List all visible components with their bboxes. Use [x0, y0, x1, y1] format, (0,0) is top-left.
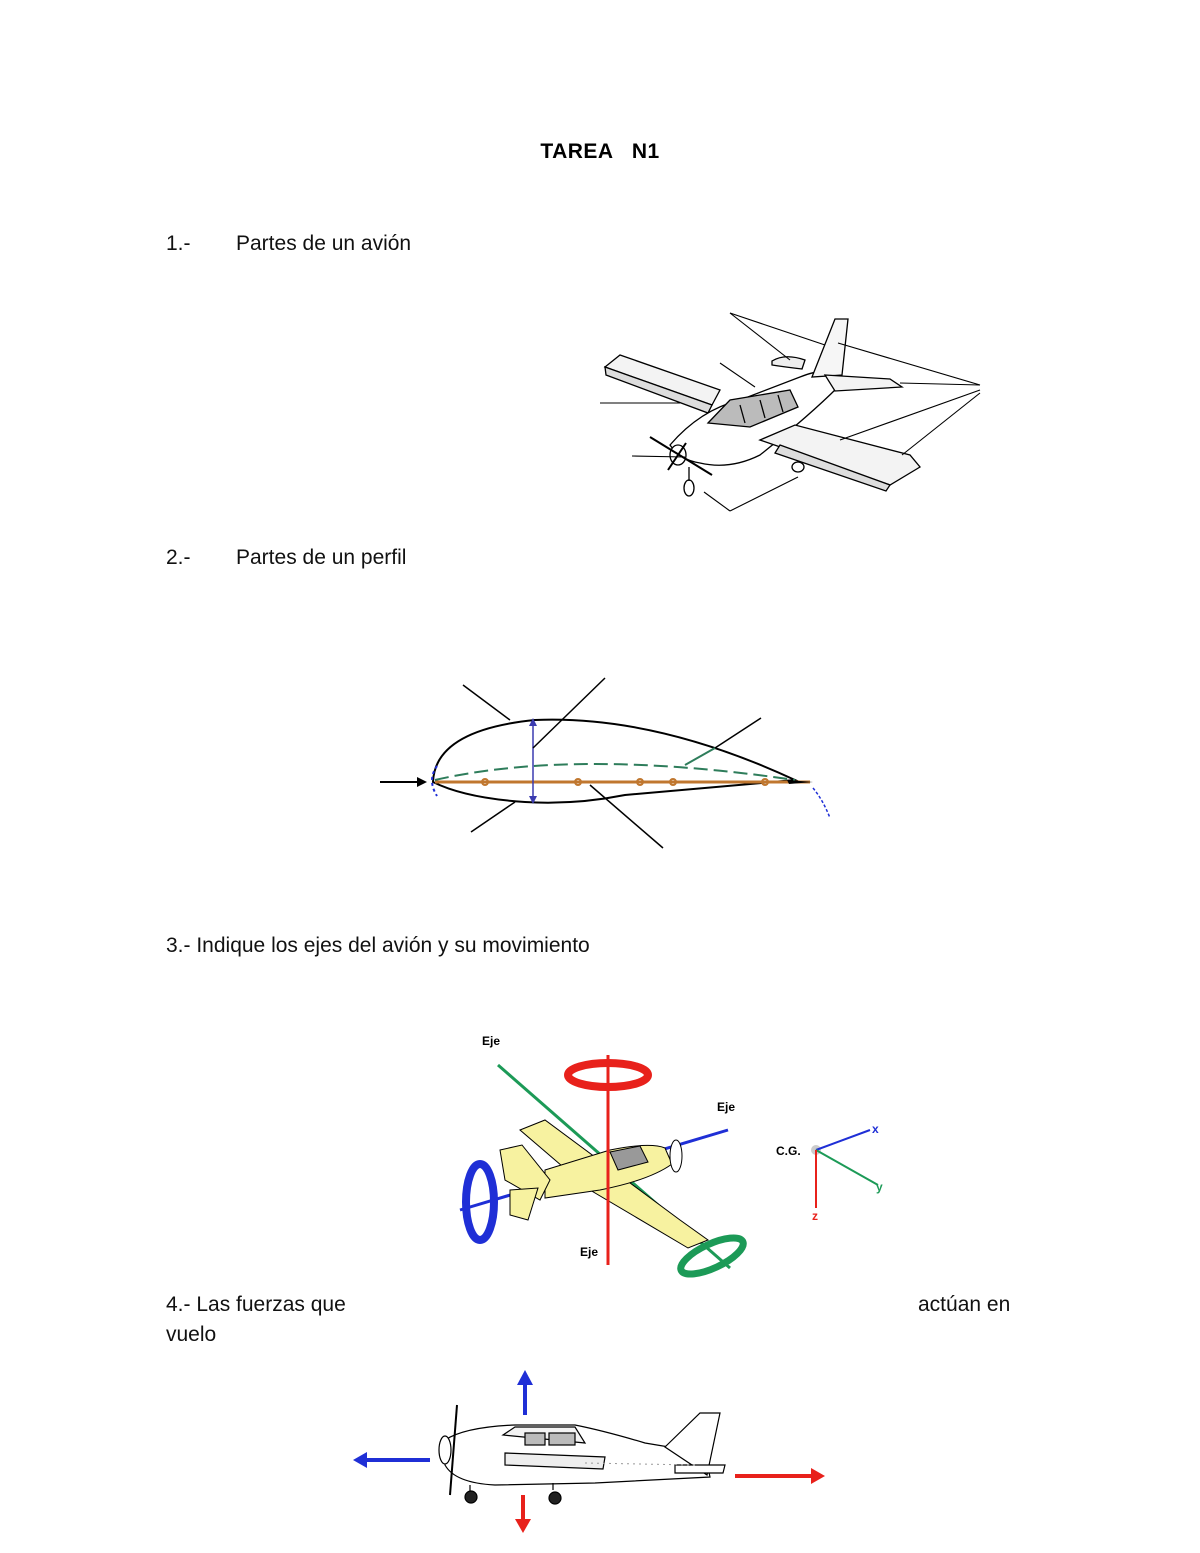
airplane-parts-figure — [600, 312, 981, 512]
axis-label-bottom: Eje — [580, 1245, 599, 1259]
page-title: TAREA N1 — [540, 140, 660, 163]
cg-label: C.G. — [776, 1144, 801, 1158]
question-4-text-right: actúan en — [918, 1293, 1011, 1316]
flight-forces-figure — [353, 1370, 825, 1533]
airfoil-profile-figure — [380, 677, 831, 849]
question-3: 3.- Indique los ejes del avión y su movi… — [166, 934, 590, 958]
question-2-number: 2.- — [166, 546, 191, 569]
question-4-text-cont: vuelo — [166, 1323, 217, 1346]
z-axis-label: z — [812, 1209, 818, 1223]
question-4: 4.- Las fuerzas que — [166, 1293, 346, 1317]
axis-label-right: Eje — [717, 1100, 736, 1114]
question-3-text: 3.- Indique los ejes del avión y su movi… — [166, 934, 590, 957]
question-4-text: 4.- Las fuerzas que — [166, 1293, 346, 1316]
x-axis-label: x — [872, 1122, 879, 1136]
airplane-axes-figure — [459, 1055, 879, 1278]
question-1-number: 1.- — [166, 232, 191, 255]
question-2: 2.- Partes de un perfil — [166, 546, 406, 570]
y-axis-label: y — [876, 1180, 883, 1194]
question-2-text: Partes de un perfil — [236, 546, 407, 569]
question-1-text: Partes de un avión — [236, 232, 412, 255]
axis-label-top: Eje — [482, 1034, 501, 1048]
question-1: 1.- Partes de un avión — [166, 232, 411, 256]
